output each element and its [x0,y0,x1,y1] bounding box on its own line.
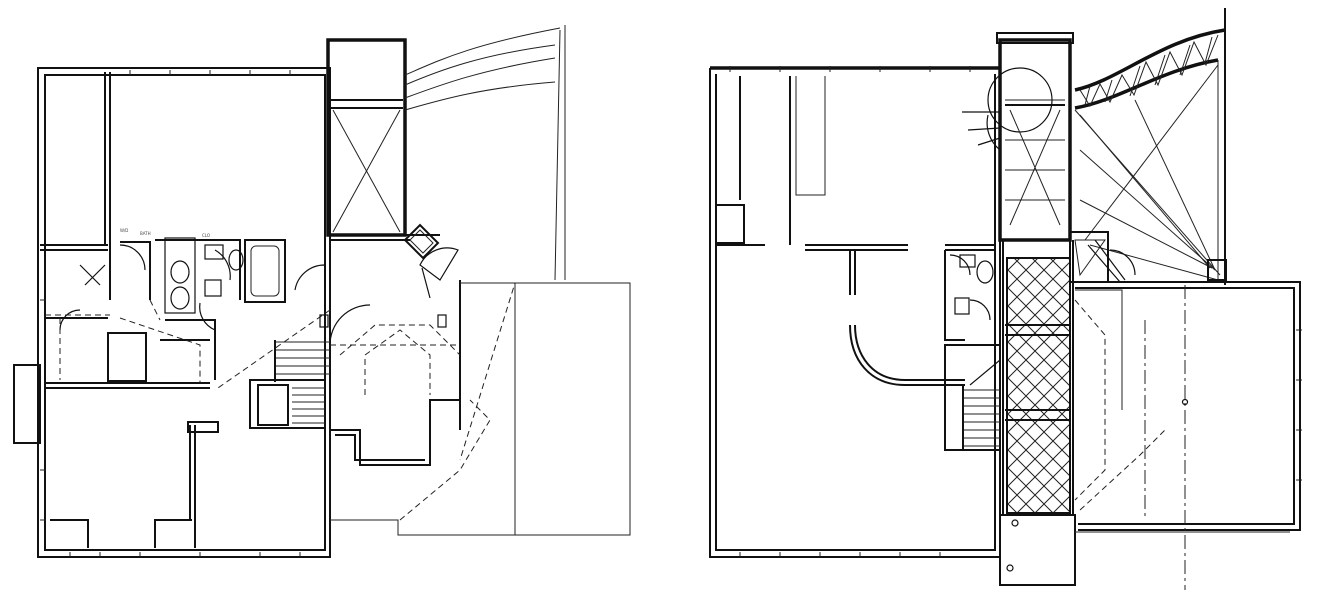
tower-right [962,32,1074,242]
room-label-wd: W/D [120,228,128,233]
interior-walls-left [45,239,286,548]
outer-walls-left [13,67,331,558]
right-wing-left [319,223,631,536]
tower-left [326,38,407,237]
dashed-lines-left [45,299,331,391]
interior-walls-right [715,76,995,386]
plan-left: BATH CLO W/D [13,25,631,558]
bathroom-fixtures-left: BATH CLO W/D [59,228,244,331]
garage-right [1070,281,1302,590]
corner-fixture-icon [1069,231,1136,283]
toilet-icon-right [976,260,994,284]
truss-deck-right [1074,8,1227,285]
room-label-bath: BATH [140,231,151,236]
outer-walls-right [709,66,1001,558]
room-label-clo: CLO [202,233,210,238]
curved-deck-left [404,25,566,281]
door-swings-left [199,264,371,346]
plan-right [709,8,1302,590]
fireplace-icon [403,223,459,299]
hatched-shaft-right [999,240,1076,586]
toilet-icon [228,249,244,271]
stair-left [249,340,330,429]
stair-right [944,344,1001,451]
